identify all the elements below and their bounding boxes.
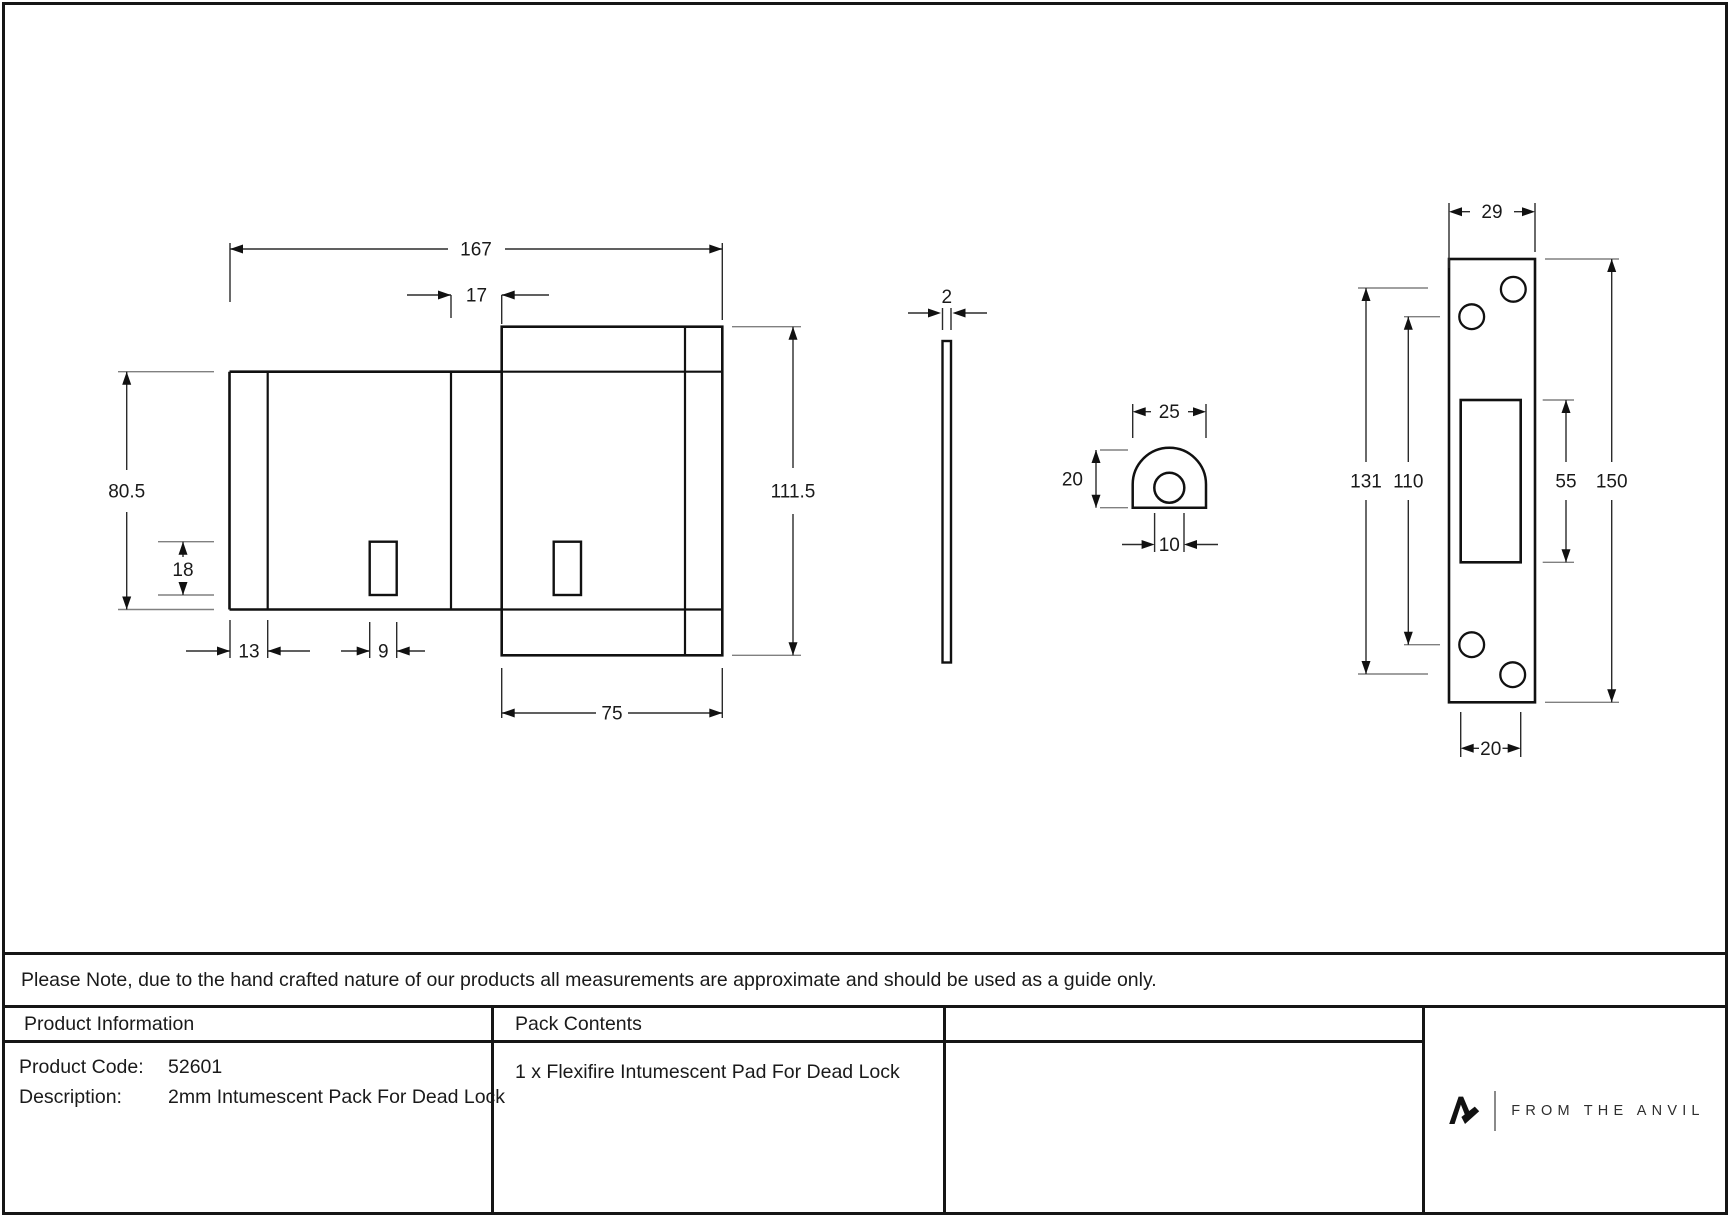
- screw-hole-top-left: [1458, 303, 1486, 331]
- pack-contents-header: Pack Contents: [515, 1013, 642, 1035]
- screw-hole-top-right: [1499, 275, 1527, 303]
- dim-thickness: 2: [942, 287, 953, 308]
- brand-logo-cell: FROM THE ANVIL: [1425, 1008, 1728, 1213]
- dim-keep-width: 25: [1159, 402, 1180, 423]
- description-value: 2mm Intumescent Pack For Dead Lock: [168, 1086, 506, 1108]
- pack-contents-item: 1 x Flexifire Intumescent Pad For Dead L…: [515, 1061, 900, 1083]
- flat-pattern-dim-labels: 167 17 80.5 18 13 9 75 111.5: [108, 240, 815, 725]
- table-col-divider-3: [1422, 1008, 1425, 1213]
- keep-part-view: 25 20 10: [1062, 402, 1218, 556]
- technical-drawing: 167 17 80.5 18 13 9 75 111.5 2: [108, 202, 1627, 760]
- measurement-note: Please Note, due to the hand crafted nat…: [21, 968, 1157, 991]
- dim-slot-width: 9: [378, 642, 389, 663]
- anvil-a-logo-icon: [1449, 1096, 1480, 1124]
- side-view: 2: [908, 287, 987, 664]
- dim-panel-width: 75: [601, 704, 622, 725]
- fold-lines: [266, 326, 723, 656]
- dim-inner-hole-centres: 110: [1393, 472, 1423, 493]
- dim-plate-width: 29: [1481, 202, 1502, 223]
- logo-divider-rule: [1494, 1090, 1497, 1131]
- dim-outer-hole-centres: 131: [1350, 472, 1382, 493]
- dim-slot-height: 18: [172, 560, 193, 581]
- faceplate-cutout: [1459, 398, 1522, 564]
- measurement-note-row: Please Note, due to the hand crafted nat…: [2, 952, 1728, 1008]
- slot-cutout-left: [368, 540, 398, 597]
- table-header-divider: [2, 1040, 1425, 1043]
- pad-body-outline: [228, 370, 502, 611]
- dim-keep-hole: 10: [1159, 535, 1180, 556]
- dim-plate-height: 150: [1596, 472, 1628, 493]
- faceplate-view: 29 131 110 55 150 20: [1350, 202, 1627, 760]
- flat-pattern-view: [228, 325, 724, 657]
- flat-pattern-dimensions: [118, 243, 801, 718]
- dim-body-height: 80.5: [108, 482, 145, 503]
- dim-overall-width: 167: [460, 240, 492, 261]
- pad-panel-outline: [500, 325, 724, 657]
- table-col-divider-2: [942, 1008, 946, 1213]
- dim-fold-gap: 17: [466, 286, 487, 307]
- keep-outline: [1131, 446, 1208, 509]
- description-label: Description:: [19, 1086, 122, 1108]
- dim-keep-height: 20: [1062, 470, 1083, 491]
- dim-cutout-width: 20: [1480, 739, 1501, 760]
- faceplate-outline: [1447, 257, 1537, 704]
- dim-panel-height: 111.5: [771, 482, 816, 503]
- slot-cutout-right: [552, 540, 583, 597]
- screw-hole-bottom-left: [1458, 631, 1486, 659]
- keep-hole: [1153, 471, 1186, 504]
- brand-name: FROM THE ANVIL: [1511, 1102, 1705, 1119]
- dim-cutout-height: 55: [1555, 472, 1576, 493]
- screw-hole-bottom-right: [1499, 661, 1527, 689]
- pad-side-profile: [941, 339, 953, 664]
- product-code-label: Product Code:: [19, 1056, 144, 1078]
- product-code-value: 52601: [168, 1056, 223, 1078]
- table-col-divider-1: [491, 1008, 494, 1213]
- dim-left-fold: 13: [238, 642, 259, 663]
- product-info-header: Product Information: [24, 1013, 195, 1035]
